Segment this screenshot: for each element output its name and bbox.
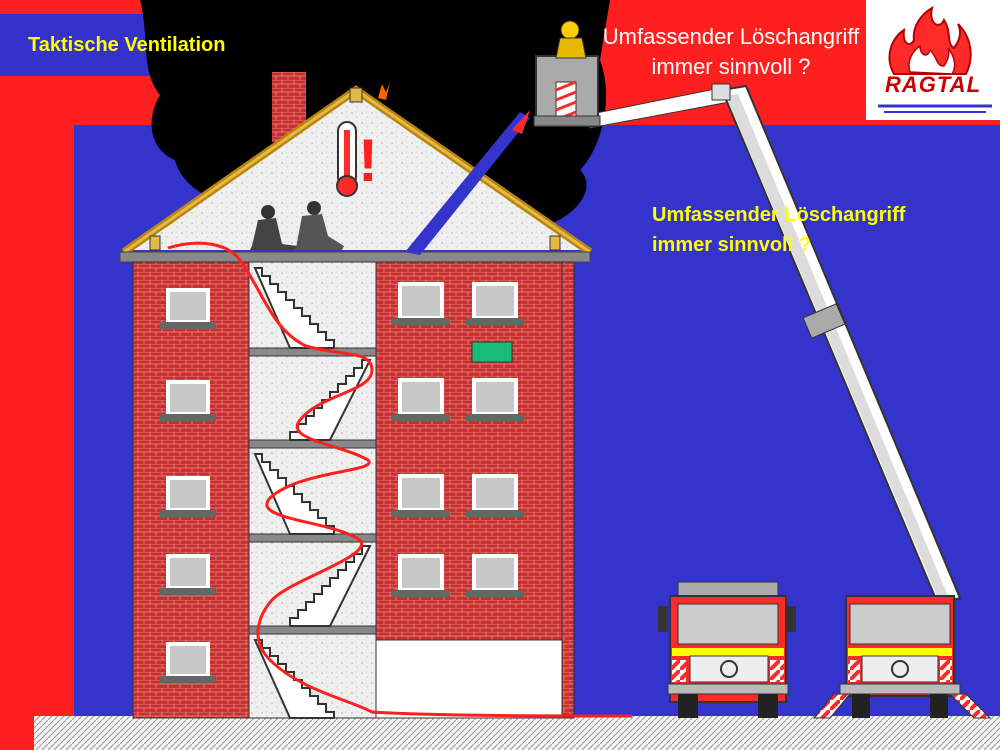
warning-mark: ! [358, 127, 378, 194]
question-yellow-line1: Umfassender Löschangriff [652, 204, 906, 226]
firefighter-icon [555, 20, 587, 59]
thermometer-icon [336, 121, 358, 197]
fire-spark [378, 82, 390, 100]
question-callout-white: Umfassender Löschangriff immer sinnvoll … [596, 22, 866, 82]
question-white-line2: immer sinnvoll ? [651, 54, 811, 79]
attic-floor [119, 251, 591, 263]
nozzle [512, 110, 530, 134]
flame-logo-icon [878, 5, 992, 113]
fire-truck-icon [812, 595, 992, 719]
fire-hose [167, 241, 633, 718]
ragtal-logo: RAGTAL [866, 0, 1000, 120]
windows [160, 282, 524, 683]
rescue-basket [533, 55, 601, 127]
aerial-ladder [585, 83, 962, 606]
question-white-line1: Umfassender Löschangriff [602, 24, 860, 49]
page-title: Taktische Ventilation [28, 34, 226, 56]
ground [34, 716, 1000, 750]
question-yellow-line2: immer sinnvoll ? [652, 234, 811, 256]
exit-sign [471, 341, 513, 363]
firefighter-icon [250, 201, 344, 250]
logo-text: RAGTAL [884, 72, 982, 97]
question-callout-yellow: Umfassender Löschangriff immer sinnvoll … [652, 200, 905, 260]
water-jet [405, 112, 530, 255]
fire-truck-icon [658, 581, 796, 718]
